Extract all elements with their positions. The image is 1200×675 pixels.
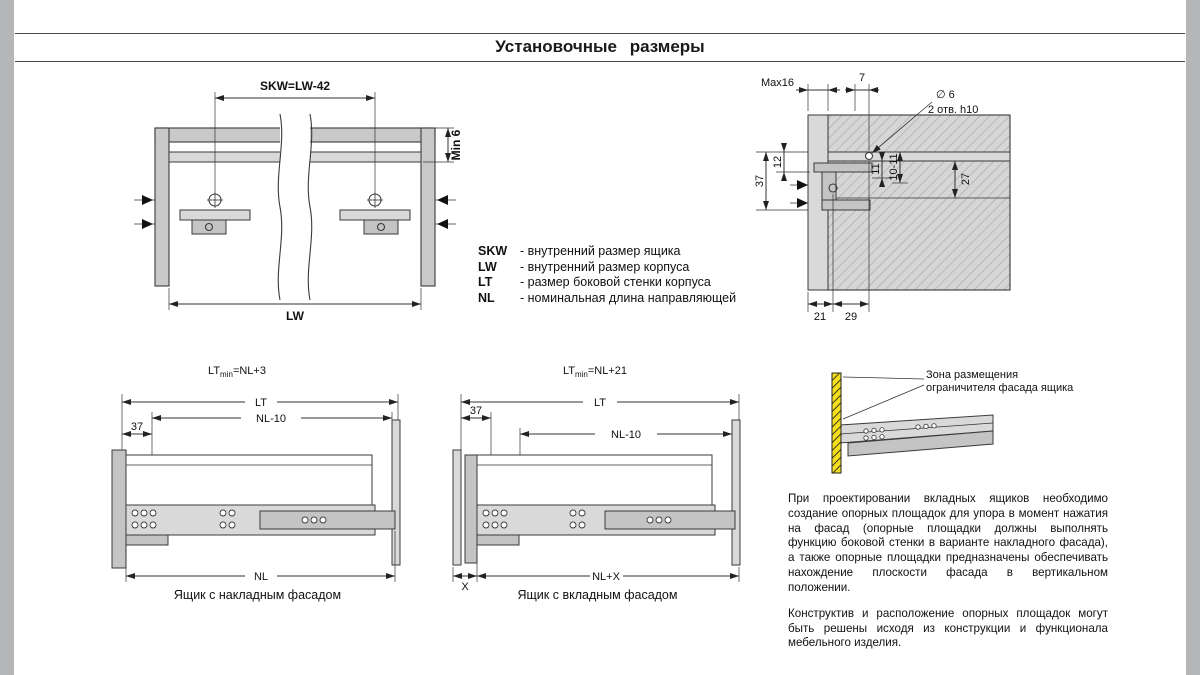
dim-27: 27 (952, 161, 972, 198)
legend-row-skw: SKW - внутренний размер ящика (478, 244, 736, 260)
legend-desc: - внутренний размер корпуса (520, 259, 690, 274)
legend-term: SKW (478, 244, 508, 258)
right-page-edge-bar (1186, 0, 1200, 675)
notes-paragraph-2: Конструктив и расположение опорных площа… (788, 606, 1108, 650)
dim-max16-label: Max16 (761, 77, 794, 89)
dim-lt-label: LT (255, 397, 267, 409)
dim-11-label: 11 (870, 163, 882, 174)
legend-desc: - номинальная длина направляющей (520, 290, 737, 305)
dim-nl: NL (125, 531, 396, 583)
dim-lw: LW (168, 288, 422, 323)
slide-holes (863, 423, 937, 441)
dim-27-label: 27 (960, 173, 972, 185)
formula-label: LTmin=NL+3 (208, 365, 266, 379)
legend: SKW - внутренний размер ящика LW - внутр… (478, 244, 736, 306)
plan-view-drawing: SKW=LW-42 Min 6 LW (134, 79, 463, 323)
slide-perspective (839, 414, 994, 457)
dim-lt-label: LT (594, 397, 606, 409)
dim-lt: LT (121, 394, 399, 455)
right-slide-bracket (339, 192, 411, 235)
dim-7-label: 7 (859, 72, 865, 84)
legend-term: LW (478, 259, 497, 274)
overlay-front-block: LTmin=NL+3 LT NL-10 37 (105, 360, 410, 605)
cabinet-side-panel (807, 114, 1011, 291)
zone-block: Зона размещения ограничителя фасада ящик… (808, 365, 1108, 490)
dim-x-nlx: X NL+X (452, 547, 740, 593)
zone-drawing (831, 372, 994, 474)
dim-37-label: 37 (131, 421, 143, 433)
hole-diameter-label: ∅ 6 (936, 89, 955, 101)
zone-label: Зона размещения ограничителя фасада ящик… (926, 369, 1104, 394)
title-rule-bottom (15, 61, 1185, 62)
inset-front-drawing: LTmin=NL+21 LT 37 NL-10 (452, 365, 741, 593)
overlay-front-caption: Ящик с накладным фасадом (173, 588, 342, 602)
legend-row-lt: LT - размер боковой стенки корпуса (478, 275, 736, 291)
left-page-edge-bar (0, 0, 14, 675)
dim-29-label: 29 (845, 311, 857, 323)
section-view-drawing: Max16 7 ∅ 6 2 отв. h10 (754, 72, 1011, 323)
hole-note-label: 2 отв. h10 (928, 104, 978, 116)
dim-1011-label: 10-11 (888, 153, 900, 180)
zone-leader-lines (842, 376, 925, 420)
panel-fasteners (790, 180, 808, 208)
dim-37-label: 37 (470, 405, 482, 417)
dim-lt: LT (460, 394, 740, 450)
dim-7: 7 (845, 72, 879, 151)
break-lines (277, 113, 313, 301)
mounting-holes (482, 509, 672, 529)
notes-paragraph-1: При проектировании вкладных ящиков необх… (788, 492, 1108, 594)
dim-21-label: 21 (814, 311, 826, 323)
dim-12-37: 12 37 (754, 143, 810, 211)
cabinet-walls (154, 127, 436, 287)
dim-x-label: X (461, 581, 469, 593)
dim-37-label: 37 (754, 175, 766, 187)
formula-label: LTmin=NL+21 (563, 365, 627, 379)
legend-desc: - внутренний размер ящика (520, 244, 681, 258)
drawer-side-view (111, 419, 401, 569)
dim-nl10-label: NL-10 (611, 429, 641, 441)
overlay-front-drawing: LTmin=NL+3 LT NL-10 37 (111, 365, 401, 583)
drawer-side-view (452, 419, 741, 566)
notes: При проектировании вкладных ящиков необх… (788, 492, 1108, 651)
dim-nl10-label: NL-10 (256, 413, 286, 425)
title-rule-top (15, 33, 1185, 34)
zone-label-line2: ограничителя фасада ящика (926, 381, 1074, 394)
slide-profile (813, 151, 1011, 211)
dim-min6-label: Min 6 (449, 129, 460, 160)
inset-front-block: LTmin=NL+21 LT 37 NL-10 (445, 360, 750, 605)
hole-callout: ∅ 6 2 отв. h10 (871, 89, 978, 154)
zone-label-line1: Зона размещения (926, 369, 1019, 381)
legend-row-lw: LW - внутренний размер корпуса (478, 260, 736, 276)
dim-12-label: 12 (772, 156, 784, 168)
wall-fastener-marks (134, 195, 456, 229)
left-slide-bracket (179, 192, 251, 235)
inset-front-caption: Ящик с вкладным фасадом (517, 588, 678, 602)
dim-skw: SKW=LW-42 (214, 79, 376, 192)
dim-lw-label: LW (286, 309, 305, 323)
legend-term: NL (478, 290, 495, 305)
dim-min6: Min 6 (423, 127, 463, 163)
plan-view-block: SKW=LW-42 Min 6 LW (130, 78, 463, 323)
legend-row-nl: NL - номинальная длина направляющей (478, 291, 736, 307)
stop-zone-strip (831, 372, 842, 474)
legend-desc: - размер боковой стенки корпуса (520, 275, 711, 289)
dim-skw-label: SKW=LW-42 (260, 79, 330, 93)
mounting-holes (131, 509, 327, 529)
page-title: Установочные размеры (495, 37, 705, 56)
dim-21-29: 21 29 (807, 161, 870, 323)
dim-max16: Max16 (761, 77, 840, 111)
dim-nl-label: NL (254, 571, 268, 583)
legend-term: LT (478, 275, 493, 289)
dim-nlx-label: NL+X (592, 571, 620, 583)
dim-11-1011: 11 10-11 (870, 152, 908, 187)
dim-37: 37 (122, 421, 152, 437)
section-view-block: Max16 7 ∅ 6 2 отв. h10 (750, 68, 1095, 323)
